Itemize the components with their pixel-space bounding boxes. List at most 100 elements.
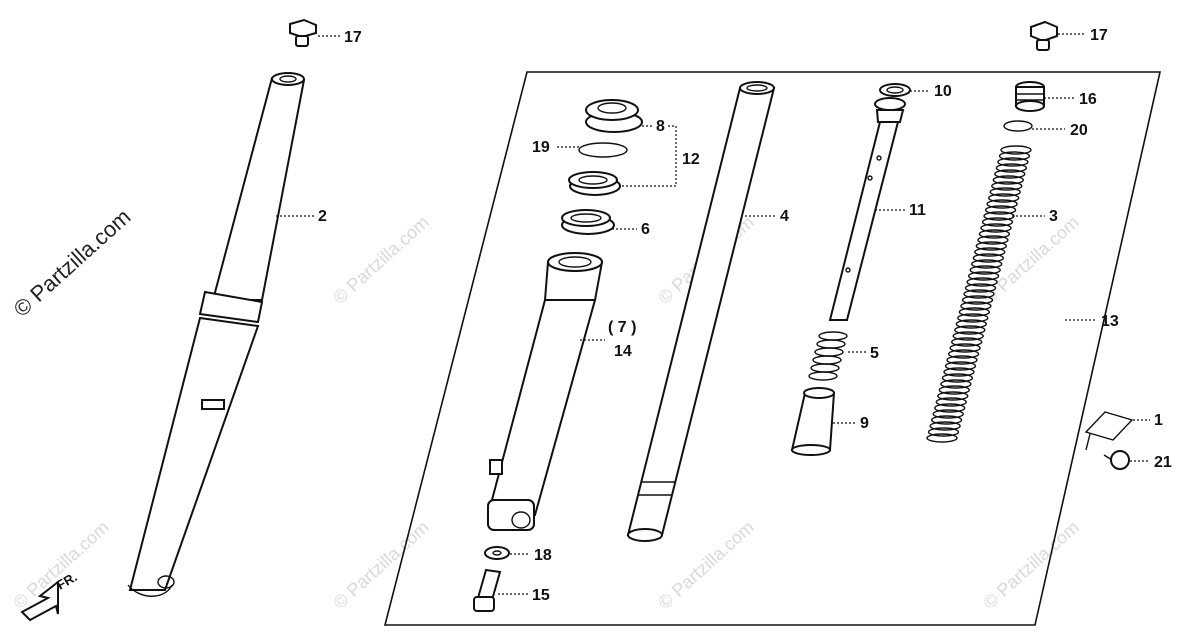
- snap-ring-19: [578, 142, 628, 158]
- callout-20: 20: [1070, 122, 1088, 139]
- spring-coil: [941, 373, 974, 383]
- spring-coil: [961, 295, 994, 305]
- watermark-repeat: © Partzilla.com: [979, 517, 1083, 613]
- bolt-17-left: [289, 18, 317, 47]
- bolt-17-right: [1030, 20, 1058, 51]
- spring-coil: [964, 283, 997, 293]
- spring-coil: [938, 385, 970, 395]
- rebound-spring-5: [808, 331, 848, 381]
- spring-coil: [940, 379, 972, 389]
- spring-coil: [984, 205, 1017, 215]
- callout-labels: 17 17 2 8 19 12 6 4 10 11 16 20 3 13 ( 7…: [318, 27, 1172, 604]
- spring-coil: [997, 157, 1029, 167]
- spring-coil: [969, 265, 1001, 275]
- oil-lock-piece-9: [790, 387, 836, 456]
- spring-coil: [966, 277, 998, 287]
- spring-coil: [957, 313, 989, 323]
- callout-10: 10: [934, 83, 952, 100]
- callout-2: 2: [318, 208, 327, 225]
- spring-coil: [943, 367, 975, 377]
- spring-coil: [951, 337, 983, 347]
- spring-coil: [946, 355, 978, 365]
- spring-coil: [958, 307, 991, 317]
- callout-17-left: 17: [344, 29, 362, 46]
- spring-coil: [980, 223, 1012, 233]
- callout-15: 15: [532, 587, 550, 604]
- spring-coil: [975, 241, 1007, 251]
- spring-coil: [991, 181, 1023, 191]
- spring-coil: [978, 229, 1011, 239]
- washer-18: [484, 546, 510, 560]
- spring-coil: [929, 421, 961, 431]
- spring-coil: [927, 427, 960, 437]
- callout-21: 21: [1154, 454, 1172, 471]
- watermark-repeat: © Partzilla.com: [329, 517, 433, 613]
- spring-coil: [974, 247, 1006, 257]
- watermark-repeat: © Partzilla.com: [329, 212, 433, 308]
- spring-coil: [994, 169, 1026, 179]
- spring-coil: [998, 151, 1031, 161]
- callout-17-right: 17: [1090, 27, 1108, 44]
- spring-coil: [937, 391, 969, 401]
- fork-slider-14: [486, 252, 604, 531]
- watermark-repeat: © Partzilla.com: [654, 517, 758, 613]
- callout-18: 18: [534, 547, 552, 564]
- spring-coil: [947, 349, 980, 359]
- bracket-1: [1084, 411, 1134, 451]
- spring-coil: [967, 271, 1000, 281]
- callout-19: 19: [532, 139, 550, 156]
- assembly-frame: [383, 71, 1162, 626]
- callout-3: 3: [1049, 208, 1058, 225]
- callout-12: 12: [682, 151, 700, 168]
- fork-cap-16: [1015, 81, 1045, 112]
- back-up-ring-12: [568, 171, 621, 196]
- spring-coil: [960, 301, 992, 311]
- spring-coil: [954, 325, 986, 335]
- spring-coil: [955, 319, 987, 329]
- o-ring-20: [1003, 120, 1033, 132]
- piston-ring-10: [879, 83, 911, 97]
- callout-16: 16: [1079, 91, 1097, 108]
- callout-9: 9: [860, 415, 869, 432]
- callout-7: ( 7 ): [608, 319, 636, 336]
- spring-coil: [1000, 145, 1032, 155]
- socket-bolt-15: [473, 568, 502, 612]
- spring-coil: [949, 343, 981, 353]
- watermark-main: © Partzilla.com: [9, 204, 136, 322]
- spring-coil: [992, 175, 1024, 185]
- spring-coil: [963, 289, 995, 299]
- outer-fork-tube: [127, 72, 306, 597]
- spring-coil: [977, 235, 1009, 245]
- spring-coil: [944, 361, 977, 371]
- oil-seal-8: [585, 99, 643, 133]
- callout-5: 5: [870, 345, 879, 362]
- callout-6: 6: [641, 221, 650, 238]
- spring-coil: [935, 397, 967, 407]
- callout-11: 11: [909, 202, 926, 219]
- fork-spring-3: [926, 145, 1032, 443]
- callout-13: 13: [1101, 313, 1119, 330]
- spring-coil: [971, 259, 1003, 269]
- spring-coil: [952, 331, 984, 341]
- leader-lines: [276, 33, 1150, 595]
- spring-coil: [972, 253, 1004, 263]
- inner-fork-pipe-4: [626, 81, 776, 542]
- damper-piston-11: [828, 97, 906, 321]
- spring-coil: [988, 193, 1020, 203]
- watermark-repeat: © Partzilla.com: [9, 517, 113, 613]
- spring-coil: [926, 433, 958, 443]
- callout-14: 14: [614, 343, 632, 360]
- spring-coil: [932, 409, 964, 419]
- spring-coil: [934, 403, 966, 413]
- callout-4: 4: [780, 208, 789, 225]
- screw-21: [1103, 450, 1130, 470]
- callout-8: 8: [656, 118, 665, 135]
- spring-coil: [930, 415, 963, 425]
- spring-coil: [981, 217, 1014, 227]
- spring-coil: [986, 199, 1018, 209]
- slider-bushing-6: [561, 209, 615, 235]
- spring-coil: [989, 187, 1021, 197]
- spring-coil: [995, 163, 1028, 173]
- callout-1: 1: [1154, 412, 1163, 429]
